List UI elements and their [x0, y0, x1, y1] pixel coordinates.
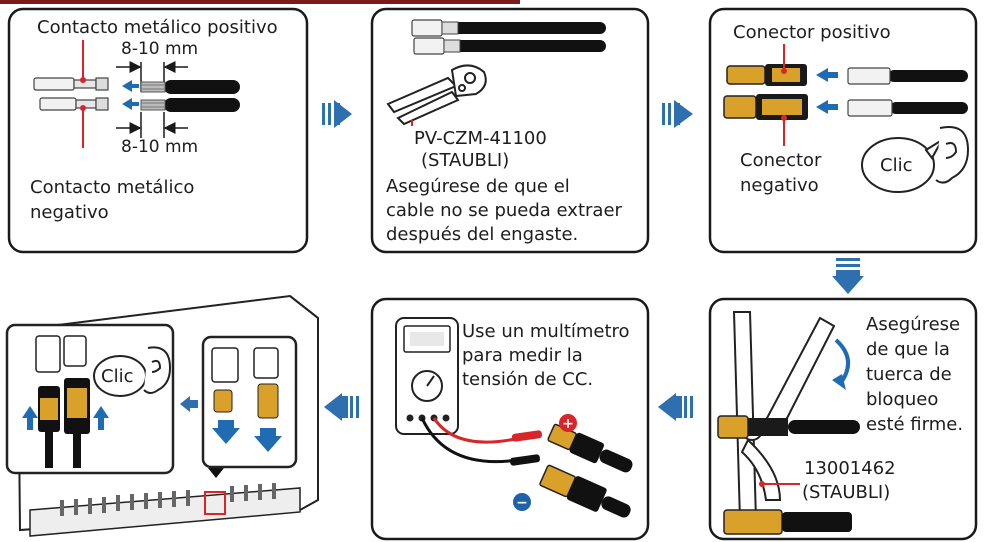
step4-panel: Asegúrese de que la tuerca de bloqueo es…: [708, 297, 978, 541]
lock-note-line5: esté firme.: [866, 414, 963, 435]
multimeter: [395, 317, 459, 435]
positive-contact-label: Contacto metálico positivo: [37, 17, 278, 38]
flow-arrow-left-icon: [658, 393, 693, 421]
push-up-arrow-icon: [22, 406, 38, 430]
crimp-note-line3: después del engaste.: [386, 224, 578, 245]
flow-arrow-left-icon: [324, 393, 359, 421]
positive-connector: [726, 64, 807, 86]
positive-symbol: +: [562, 416, 574, 432]
tool-brand-label: (STAUBLI): [421, 150, 509, 171]
wrench-model-label: 13001462: [804, 458, 896, 479]
lock-note-line2: de que la: [866, 339, 950, 360]
connector-callout-right: [201, 335, 298, 469]
negative-connector-label-line2: negativo: [740, 175, 819, 196]
click-bubble: Clic: [861, 137, 943, 193]
step2-panel: PV-CZM-41100 (STAUBLI) Asegúrese de que …: [370, 7, 650, 254]
negative-cable: [140, 98, 240, 112]
negative-symbol: −: [516, 495, 528, 511]
bottom-measure-label: 8-10 mm: [121, 137, 198, 157]
tool-model-label: PV-CZM-41100: [414, 128, 547, 149]
positive-metal-contact: [33, 77, 109, 91]
lock-note-line3: tuerca de: [866, 364, 952, 385]
flow-arrow-icon: [322, 100, 352, 128]
negative-connector: [723, 94, 808, 120]
negative-metal-contact: [39, 97, 109, 111]
step5-panel: Use un multímetro para medir la tensión …: [370, 297, 650, 541]
header-bar: [0, 0, 520, 4]
ear-icon: [143, 346, 172, 394]
positive-polarity-icon: +: [559, 414, 577, 432]
lock-note-line4: bloqueo: [866, 389, 938, 410]
negative-contact-label-line1: Contacto metálico: [30, 177, 194, 198]
connector-callout-left: Clic: [5, 323, 175, 475]
negative-contact-label-line2: negativo: [30, 202, 109, 223]
multimeter-note-line1: Use un multímetro: [462, 321, 630, 342]
insert-arrow-icon: [816, 68, 838, 82]
click-label: Clic: [880, 155, 912, 176]
top-measure-label: 8-10 mm: [121, 39, 198, 59]
flow-arrow-left-icon: [180, 396, 198, 412]
inverter-click-label: Clic: [101, 366, 133, 387]
multimeter-note-line2: para medir la: [462, 345, 583, 366]
insert-arrow-icon: [816, 100, 838, 114]
step3-panel: Conector positivo Conector negativo: [708, 7, 978, 254]
positive-connector-label: Conector positivo: [733, 22, 891, 43]
crimp-note-line1: Asegúrese de que el: [386, 176, 570, 197]
pull-down-arrow-icon: [254, 428, 282, 452]
insert-arrow-icon: [122, 98, 139, 110]
wrench-brand-label: (STAUBLI): [802, 482, 890, 503]
step1-panel: Contacto metálico positivo 8-10 mm 8-10 …: [7, 7, 309, 254]
positive-dc-connector: [547, 423, 633, 473]
flow-arrow-down-icon: [832, 258, 864, 294]
multimeter-note-line3: tensión de CC.: [462, 369, 593, 390]
pull-down-arrow-icon: [212, 420, 240, 444]
positive-cable: [140, 80, 240, 94]
crimping-tool: [386, 64, 487, 126]
lock-note-line1: Asegúrese: [866, 314, 960, 335]
flow-arrow-icon: [662, 100, 693, 128]
crimp-note-line2: cable no se pueda extraer: [386, 200, 623, 221]
step6-inverter: Clic: [5, 294, 319, 537]
negative-dc-connector: [539, 464, 631, 518]
negative-polarity-icon: −: [513, 493, 531, 511]
dc-port-highlight: [204, 491, 226, 515]
ear-icon: [935, 126, 970, 184]
insert-arrow-icon: [122, 80, 139, 92]
push-up-arrow-icon: [93, 406, 109, 430]
negative-connector-label-line1: Conector: [740, 150, 822, 171]
